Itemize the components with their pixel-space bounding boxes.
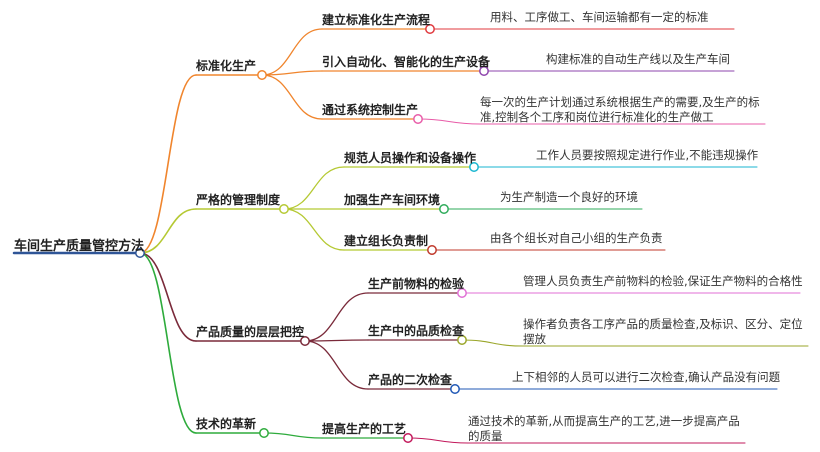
branch-collapse-toggle[interactable]: [257, 70, 267, 80]
connector-root-branch: [139, 252, 197, 434]
detail-automation-equipment: 构建标准的自动生产线以及生产车间: [546, 52, 730, 66]
connector-root-branch: [139, 252, 197, 342]
topic-automation-equipment[interactable]: 引入自动化、智能化的生产设备: [322, 55, 491, 69]
topic-collapse-toggle[interactable]: [479, 66, 489, 76]
topic-system-control[interactable]: 通过系统控制生产: [322, 103, 419, 117]
topic-collapse-toggle[interactable]: [457, 288, 467, 298]
detail-operation-standards: 工作人员要按照规定进行作业,不能违规操作: [536, 148, 759, 162]
connector-root-branch: [139, 74, 197, 254]
branch-standardized-production[interactable]: 标准化生产: [196, 59, 257, 73]
connector-root-branch: [139, 208, 197, 254]
topic-collapse-toggle[interactable]: [469, 162, 479, 172]
detail-team-leader-responsibility: 由各个组长对自己小组的生产负责: [490, 231, 663, 245]
connector-branch-topic: [304, 340, 369, 390]
branch-collapse-toggle[interactable]: [279, 204, 289, 214]
topic-material-inspection[interactable]: 生产前物料的检验: [368, 277, 465, 291]
branch-strict-management[interactable]: 严格的管理制度: [196, 193, 281, 207]
connector-branch-topic: [261, 70, 323, 76]
connector-branch-topic: [283, 208, 345, 251]
detail-secondary-check: 上下相邻的人员可以进行二次检查,确认产品没有问题: [512, 370, 781, 384]
topic-improve-craft[interactable]: 提高生产的工艺: [322, 422, 407, 436]
detail-system-control: 每一次的生产计划通过系统根据生产的需要,及生产的标准,控制各个工序和岗位进行标准…: [480, 95, 760, 124]
connector-branch-topic: [261, 74, 323, 120]
branch-collapse-toggle[interactable]: [259, 428, 269, 438]
root-collapse-toggle[interactable]: [135, 248, 145, 258]
branch-collapse-toggle[interactable]: [300, 336, 310, 346]
topic-secondary-check[interactable]: 产品的二次检查: [368, 373, 453, 387]
connector-branch-topic: [263, 432, 323, 439]
detail-standard-process: 用料、工序做工、车间运输都有一定的标准: [490, 10, 709, 24]
detail-material-inspection: 管理人员负责生产前物料的检验,保证生产物料的合格性: [523, 274, 803, 288]
topic-workshop-environment[interactable]: 加强生产车间环境: [344, 193, 441, 207]
detail-improve-craft: 通过技术的革新,从而提高生产的工艺,进一步提高产品的质量: [468, 414, 740, 443]
topic-operation-standards[interactable]: 规范人员操作和设备操作: [344, 151, 477, 165]
detail-workshop-environment: 为生产制造一个良好的环境: [500, 190, 638, 204]
topic-collapse-toggle[interactable]: [403, 433, 413, 443]
topic-collapse-toggle[interactable]: [425, 24, 435, 34]
topic-collapse-toggle[interactable]: [457, 335, 467, 345]
topic-collapse-toggle[interactable]: [450, 384, 460, 394]
topic-team-leader-responsibility[interactable]: 建立组长负责制: [344, 234, 429, 248]
connector-branch-topic: [304, 339, 369, 342]
topic-standard-process[interactable]: 建立标准化生产流程: [322, 13, 431, 27]
branch-technology-innovation[interactable]: 技术的革新: [196, 417, 257, 431]
detail-in-process-check: 操作者负责各工序产品的质量检查,及标识、区分、定位摆放: [523, 317, 803, 346]
connector-topic-detail: [417, 118, 481, 125]
branch-layered-quality-control[interactable]: 产品质量的层层把控: [196, 325, 305, 339]
topic-in-process-check[interactable]: 生产中的品质检查: [368, 324, 465, 338]
connector-branch-topic: [304, 292, 369, 342]
topic-collapse-toggle[interactable]: [427, 245, 437, 255]
connector-topic-detail: [407, 437, 469, 444]
topic-collapse-toggle[interactable]: [413, 114, 423, 124]
connector-branch-topic: [261, 28, 323, 76]
connector-branch-topic: [283, 166, 345, 210]
connector-topic-detail: [461, 339, 524, 347]
topic-collapse-toggle[interactable]: [439, 204, 449, 214]
root-topic[interactable]: 车间生产质量管控方法: [14, 239, 145, 254]
